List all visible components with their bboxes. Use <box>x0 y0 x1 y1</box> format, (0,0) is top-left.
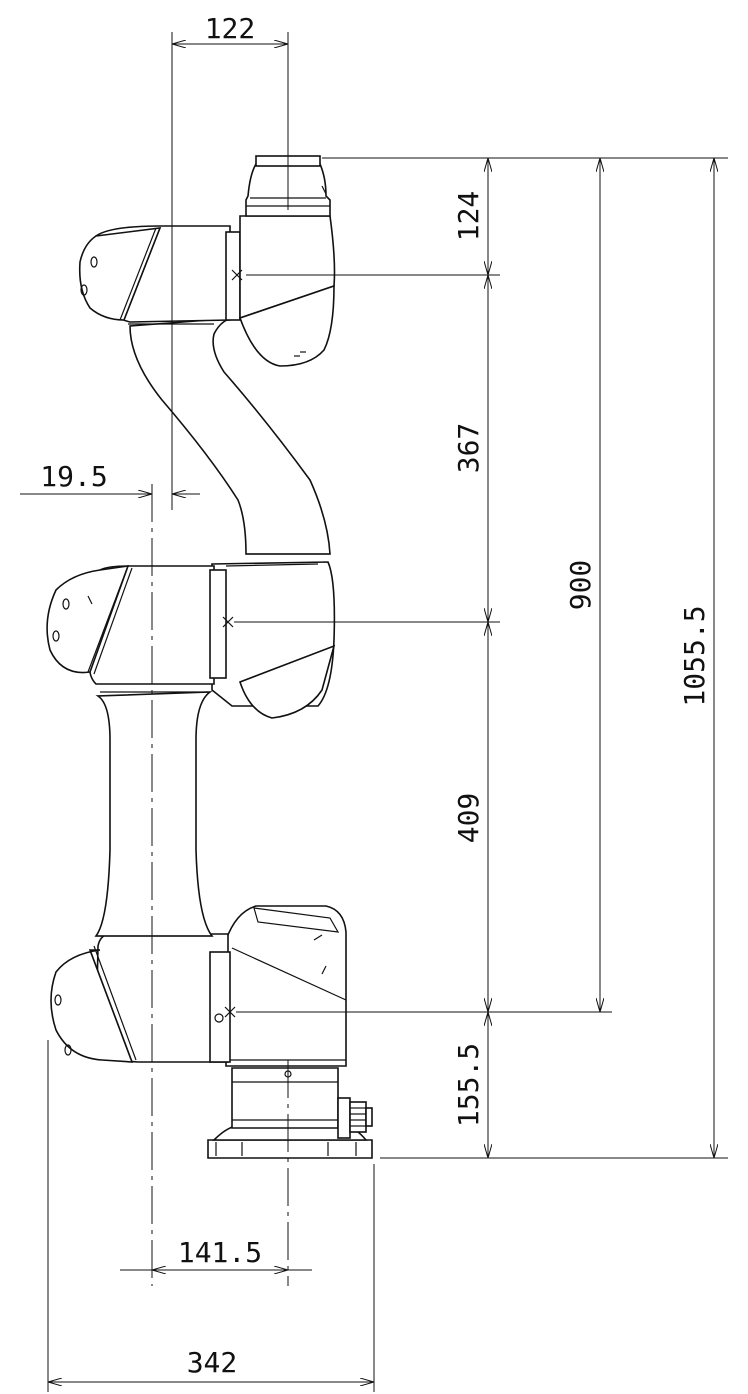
dimension-upper-arm-length: 409 <box>452 622 488 1012</box>
upper-arm-link <box>94 691 214 937</box>
cable-connector <box>337 1097 373 1139</box>
dim-label-141-5: 141.5 <box>178 1236 262 1269</box>
dim-label-19-5: 19.5 <box>40 460 107 493</box>
dimension-base-center-offset: 141.5 <box>120 1236 312 1270</box>
dim-label-122: 122 <box>205 12 256 45</box>
dimension-base-height: 155.5 <box>452 1012 488 1158</box>
robot-arm <box>46 155 373 1159</box>
wrist-joint-housing <box>78 215 336 367</box>
elbow-center-mark <box>222 616 234 628</box>
forearm-link <box>128 317 331 555</box>
dimension-top-offset: 122 <box>172 12 288 45</box>
dim-label-409: 409 <box>452 793 485 844</box>
dim-label-342: 342 <box>187 1346 238 1379</box>
shoulder-center-mark <box>224 1006 236 1018</box>
joint-center-markers <box>222 269 243 1018</box>
dimension-total-height: 1055.5 <box>678 158 714 1158</box>
dim-label-367: 367 <box>452 423 485 474</box>
wrist-center-mark <box>231 269 243 281</box>
dimension-reach-height: 900 <box>564 158 600 1012</box>
dimension-total-width: 342 <box>48 1346 374 1382</box>
dim-label-155-5: 155.5 <box>452 1043 485 1127</box>
extension-lines <box>47 32 728 1392</box>
base-column <box>231 1067 339 1129</box>
base-joint-housing <box>50 905 347 1067</box>
dimension-forearm-length: 367 <box>452 275 488 622</box>
dim-label-124: 124 <box>452 191 485 242</box>
dim-label-900: 900 <box>564 560 597 611</box>
base-flange <box>207 1125 373 1159</box>
dim-label-1055-5: 1055.5 <box>678 605 711 706</box>
dimension-joint-offset: 19.5 <box>20 460 200 494</box>
dimension-wrist-height: 124 <box>452 158 488 275</box>
